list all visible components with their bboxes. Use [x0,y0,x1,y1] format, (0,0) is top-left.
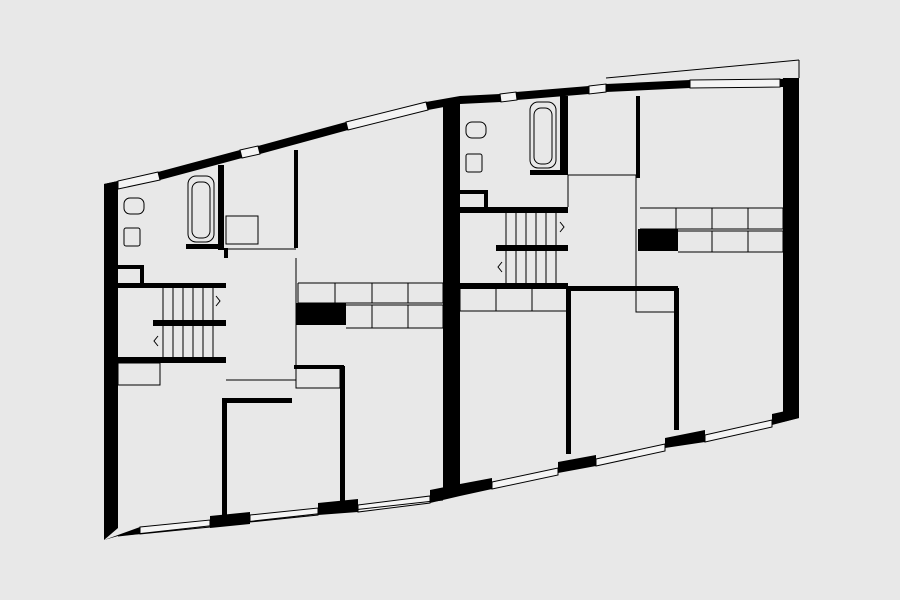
roof-line-south [117,499,444,537]
toilet-right [465,121,487,139]
stair-bottom-wall-left [118,357,226,363]
interior-walls-left-unit [118,150,346,518]
south-wall-pier-6 [665,430,705,448]
window-north-6 [689,78,781,89]
stair-bottom-wall-right [460,283,568,289]
north-wall-seg-8 [780,78,799,87]
south-wall-pier-4 [460,478,492,496]
closet-bedroom-mid [295,367,341,389]
exterior-walls [104,78,799,540]
bathtub-right-inner [533,107,553,165]
bath-bottom-wall-left [186,244,224,249]
north-wall-seg-5 [460,94,501,104]
south-wall-pier-7 [772,408,799,425]
window-north-5 [588,83,607,95]
bathtub-right [529,101,557,169]
wc-cabinet-right [460,190,488,194]
staircase-right [497,213,565,283]
thin-lines-left-unit [117,175,444,389]
bedroom-top-wall [222,398,292,403]
south-wall-pier-2 [318,499,358,515]
bedroom-top-wall-right [568,286,678,291]
north-wall-seg-4 [426,96,460,110]
north-wall-seg-2 [158,150,242,180]
north-wall-seg-3 [258,122,348,154]
bathtub-left-inner [191,181,211,239]
staircase-left [153,288,221,357]
south-wall-pier-5 [558,455,596,473]
interior-walls-right-unit [460,96,679,454]
wc-cabinet-right-side [484,190,488,208]
stair-mid-wall-left [153,320,226,326]
south-wall-seg-1 [104,527,140,540]
north-wall-seg-1 [104,181,118,192]
roof-outline [117,59,800,537]
bath-bottom-wall-right [530,170,568,175]
kitchen-counter-left-2 [346,304,444,329]
living-wall-left-a [294,150,298,248]
stair-mid-wall-right [496,245,568,251]
bedroom-divider-2 [340,366,345,506]
south-wall-pier-1 [210,512,250,528]
bedroom-divider-1 [222,400,227,518]
living-wall-right [636,96,640,178]
stair-top-wall-right [460,207,568,213]
washbasin-left [123,227,141,247]
washbasin-right [465,153,483,173]
closet-right-b [635,291,674,313]
bath-partition-left [218,165,224,250]
kitchen-block-right [638,229,678,251]
bedroom-divider-right-1 [566,288,571,454]
north-wall-seg-7 [606,80,690,92]
bath-partition-right [560,96,568,173]
corridor-east-wall-left [294,365,344,369]
east-end-wall-right-unit [783,78,799,422]
west-wall-left-unit [104,181,118,540]
window-north-4 [499,91,518,103]
corridor-wall-left [224,248,228,258]
south-wall-pier-3 [430,484,460,503]
bathtub-left [187,175,215,243]
wc-cabinet-left [118,265,144,269]
north-wall-seg-6 [516,86,589,100]
thin-lines-right-unit [459,101,784,313]
party-wall [443,100,460,494]
toilet-left [123,197,145,215]
roof-line-north [605,59,800,79]
kitchen-block-left [296,303,346,325]
kitchen-counter-right-2 [678,230,784,253]
closet-bedroom-left [117,362,161,386]
bedroom-divider-right-2 [674,288,679,430]
stair-top-wall-left [118,283,226,288]
wc-cabinet-left-side [140,265,144,283]
kitchen-counter-left [297,282,444,304]
cabinet-right-of-bath [225,215,259,245]
facade-wall-segments [104,78,799,540]
